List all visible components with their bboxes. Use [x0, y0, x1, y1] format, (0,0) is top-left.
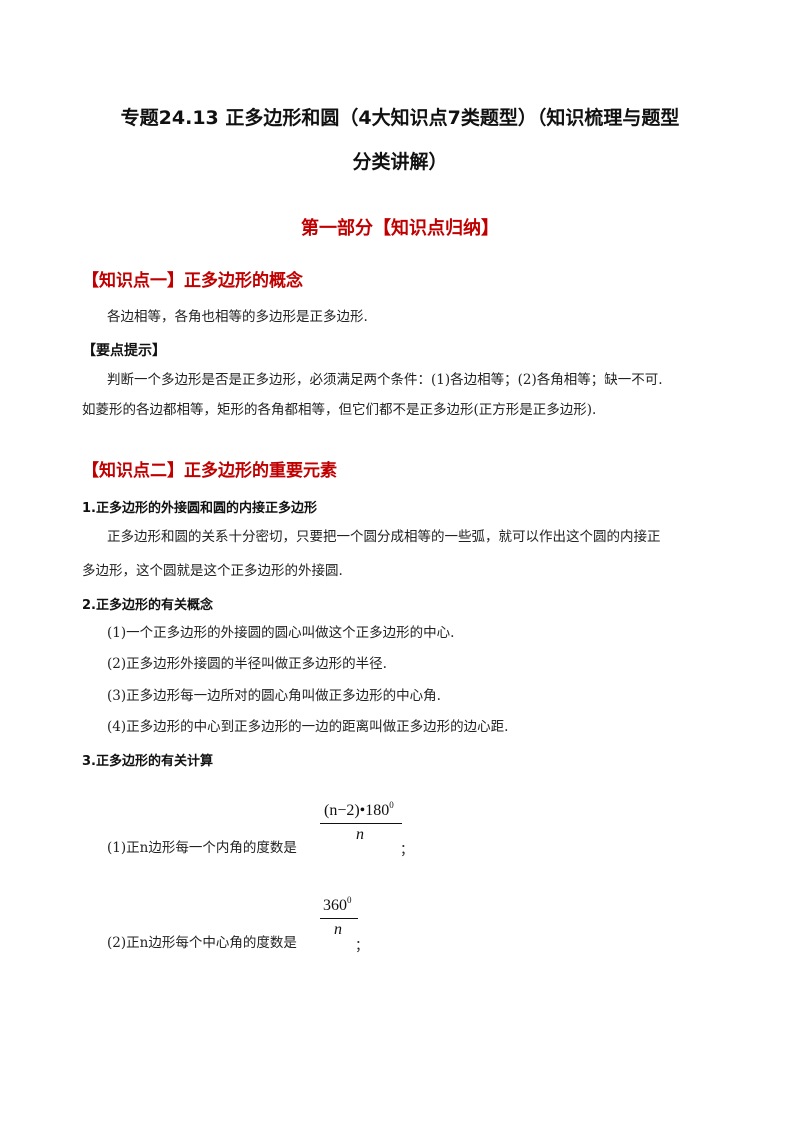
kp1-heading: 【知识点一】正多边形的概念	[82, 271, 303, 291]
kp2-s3-title: 3.正多边形的有关计算	[82, 754, 213, 769]
calc1-end: ；	[400, 842, 414, 858]
calc1-denominator: n	[356, 826, 364, 843]
calc2-denominator: n	[334, 921, 342, 938]
kp2-heading: 【知识点二】正多边形的重要元素	[82, 461, 337, 481]
calc2-end: ；	[355, 938, 369, 954]
calc1-fraction-bar	[320, 823, 402, 824]
document-title-line1: 专题24.13 正多边形和圆（4大知识点7类题型）（知识梳理与题型	[120, 107, 680, 129]
calc2-numerator: 3600	[323, 895, 352, 914]
kp1-tip-line2: 如菱形的各边都相等，矩形的各角都相等，但它们都不是正多边形(正方形是正多边形).	[82, 402, 597, 418]
kp1-definition: 各边相等，各角也相等的多边形是正多边形.	[107, 309, 368, 325]
kp2-s1-line1: 正多边形和圆的关系十分密切，只要把一个圆分成相等的一些弧，就可以作出这个圆的内接…	[107, 529, 661, 545]
calc1-numerator: (n−2)•1800	[324, 800, 394, 819]
calc2-fraction-bar	[320, 918, 358, 919]
kp2-s2-title: 2.正多边形的有关概念	[82, 598, 213, 613]
kp2-s1-title: 1.正多边形的外接圆和圆的内接正多边形	[82, 501, 317, 516]
calc1-text: (1)正n边形每一个内角的度数是	[107, 840, 297, 856]
kp2-s2-item-4: (4)正多边形的中心到正多边形的一边的距离叫做正多边形的边心距.	[107, 719, 509, 735]
calc2-fraction: 3600 n	[320, 895, 365, 945]
kp1-tip-line1: 判断一个多边形是否是正多边形，必须满足两个条件：(1)各边相等；(2)各角相等；…	[107, 372, 663, 388]
kp2-s1-line2: 多边形，这个圆就是这个正多边形的外接圆.	[82, 563, 343, 579]
calc2-text: (2)正n边形每个中心角的度数是	[107, 935, 297, 951]
kp2-s2-item-1: (1)一个正多边形的外接圆的圆心叫做这个正多边形的中心.	[107, 625, 455, 641]
part1-heading: 第一部分【知识点归纳】	[301, 218, 499, 239]
kp2-s2-item-2: (2)正多边形外接圆的半径叫做正多边形的半径.	[107, 656, 387, 672]
document-title-line2: 分类讲解）	[352, 151, 448, 173]
calc1-fraction: (n−2)•1800 n	[320, 800, 410, 850]
kp2-s2-item-3: (3)正多边形每一边所对的圆心角叫做正多边形的中心角.	[107, 688, 441, 704]
kp1-tip-heading: 【要点提示】	[82, 343, 166, 359]
